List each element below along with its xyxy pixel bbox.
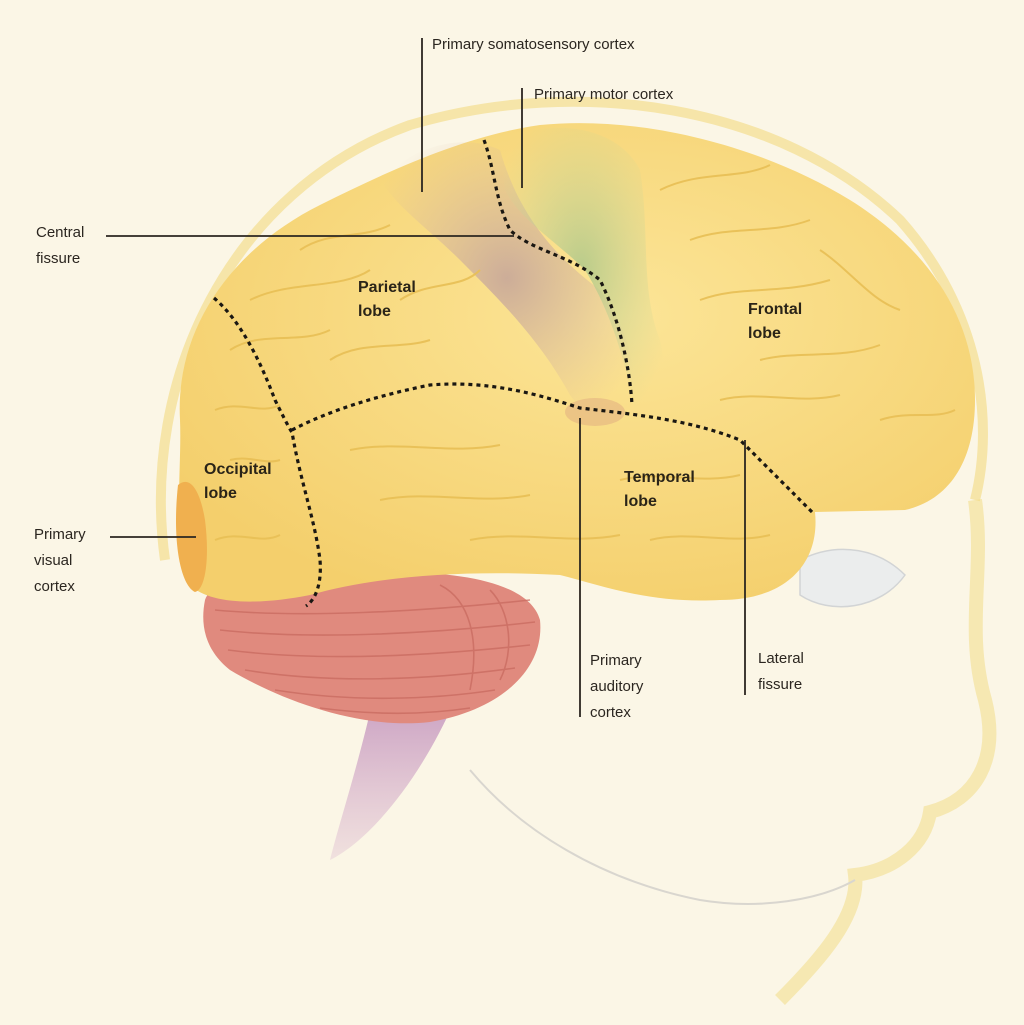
label-temporal-lobe: Temporal lobe <box>624 466 695 514</box>
label-frontal-lobe: Frontal lobe <box>748 298 802 346</box>
label-lateral-fissure: Lateral fissure <box>758 646 804 698</box>
label-primary-visual-cortex: Primary visual cortex <box>34 522 86 600</box>
label-occipital-lobe: Occipital lobe <box>204 458 272 506</box>
jaw-line <box>470 770 855 904</box>
eye-area <box>800 549 905 606</box>
auditory-cortex-region <box>565 398 625 426</box>
label-central-fissure: Central fissure <box>36 220 84 272</box>
label-primary-somatosensory-cortex: Primary somatosensory cortex <box>432 32 635 58</box>
label-parietal-lobe: Parietal lobe <box>358 276 416 324</box>
label-primary-motor-cortex: Primary motor cortex <box>534 82 673 108</box>
label-primary-auditory-cortex: Primary auditory cortex <box>590 648 643 726</box>
